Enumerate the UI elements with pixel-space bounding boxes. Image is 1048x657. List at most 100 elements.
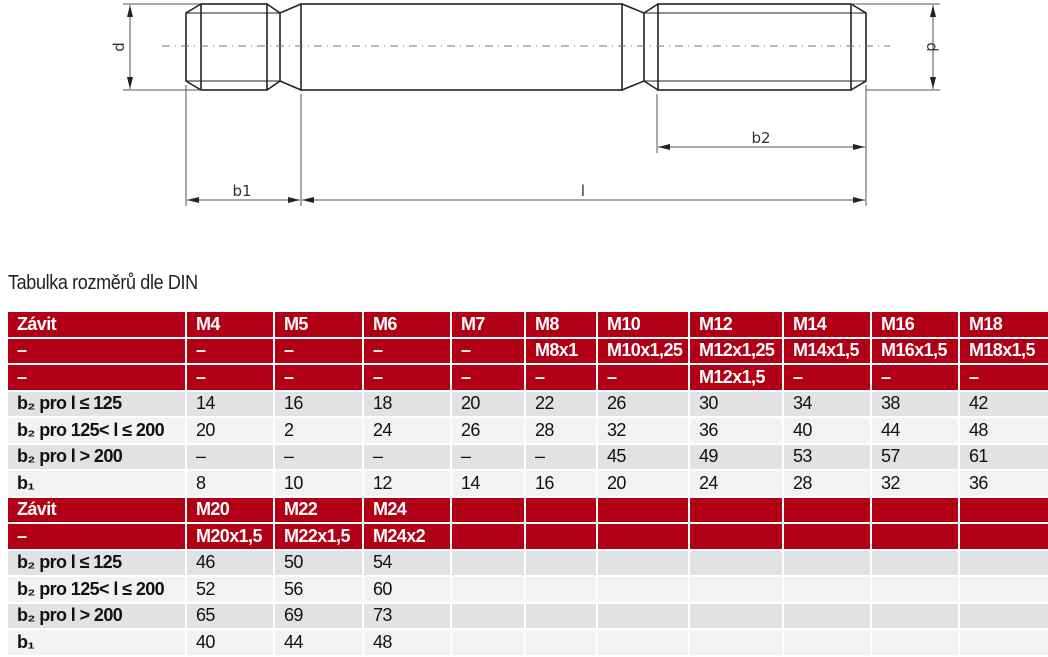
row-label-cell: b₁	[8, 469, 187, 498]
table-caption: Tabulka rozměrů dle DIN	[8, 272, 198, 294]
table-cell: 24	[688, 469, 784, 498]
table-cell: 20	[596, 469, 690, 498]
table-cell	[450, 522, 526, 551]
table-cell	[870, 522, 960, 551]
table-cell	[596, 575, 690, 604]
table-cell: 14	[185, 389, 275, 418]
table-cell: 40	[782, 416, 872, 445]
table-cell	[596, 548, 690, 577]
row-label-cell: –	[8, 336, 187, 365]
table-cell: 50	[273, 548, 364, 577]
table-cell	[524, 548, 598, 577]
table-cell: –	[870, 363, 960, 392]
table-cell	[524, 495, 598, 524]
table-cell: 40	[185, 628, 275, 657]
table-header-row: –––––––M12x1,5–––	[8, 363, 1048, 392]
table-cell: M22	[273, 495, 364, 524]
table-cell	[870, 548, 960, 577]
dimension-lines	[123, 3, 940, 206]
table-cell	[688, 575, 784, 604]
table-cell: 32	[870, 469, 960, 498]
table-cell: M12	[688, 312, 784, 339]
table-cell: M20x1,5	[185, 522, 275, 551]
table-cell: 28	[782, 469, 872, 498]
table-cell: –	[362, 336, 452, 365]
table-cell: 26	[450, 416, 526, 445]
table-cell	[870, 575, 960, 604]
table-cell	[688, 522, 784, 551]
table-cell: 54	[362, 548, 452, 577]
table-cell	[870, 628, 960, 657]
table-cell: 12	[362, 469, 452, 498]
table-cell: M5	[273, 312, 364, 339]
table-cell: 30	[688, 389, 784, 418]
row-label-cell: –	[8, 522, 187, 551]
table-cell: 48	[958, 416, 1048, 445]
table-cell: 36	[958, 469, 1048, 498]
table-cell: –	[273, 363, 364, 392]
table-cell	[524, 522, 598, 551]
table-cell: M10x1,25	[596, 336, 690, 365]
table-cell	[450, 548, 526, 577]
row-label-cell: b₁	[8, 628, 187, 657]
table-cell: M20	[185, 495, 275, 524]
table-cell	[958, 522, 1048, 551]
table-cell	[596, 601, 690, 630]
table-cell: 46	[185, 548, 275, 577]
table-cell	[958, 548, 1048, 577]
table-cell: 26	[596, 389, 690, 418]
table-cell	[524, 601, 598, 630]
table-cell: –	[450, 442, 526, 471]
table-cell: 32	[596, 416, 690, 445]
table-cell: M12x1,25	[688, 336, 784, 365]
table-cell: –	[958, 363, 1048, 392]
table-cell: 44	[273, 628, 364, 657]
table-cell: M14	[782, 312, 872, 339]
table-cell	[958, 575, 1048, 604]
table-cell: M24x2	[362, 522, 452, 551]
table-cell: 10	[273, 469, 364, 498]
row-label-cell: –	[8, 363, 187, 392]
table-cell	[782, 628, 872, 657]
table-cell: 20	[185, 416, 275, 445]
table-cell: –	[524, 363, 598, 392]
table-cell: M14x1,5	[782, 336, 872, 365]
table-cell: M22x1,5	[273, 522, 364, 551]
table-cell: M18x1,5	[958, 336, 1048, 365]
table-cell: –	[524, 442, 598, 471]
table-cell: –	[596, 363, 690, 392]
table-cell	[958, 601, 1048, 630]
table-cell: 60	[362, 575, 452, 604]
table-cell: –	[362, 442, 452, 471]
table-cell	[782, 548, 872, 577]
table-cell	[596, 628, 690, 657]
table-cell	[688, 601, 784, 630]
table-cell: M24	[362, 495, 452, 524]
table-cell: 44	[870, 416, 960, 445]
table-cell	[524, 628, 598, 657]
table-cell	[958, 495, 1048, 524]
table-cell	[782, 495, 872, 524]
row-label-cell: Závit	[8, 495, 187, 524]
table-cell	[450, 495, 526, 524]
dim-label-l: l	[581, 182, 585, 200]
table-cell	[958, 628, 1048, 657]
table-cell: M6	[362, 312, 452, 339]
row-label-cell: b₂ pro l ≤ 125	[8, 389, 187, 418]
row-label-cell: b₂ pro 125< l ≤ 200	[8, 575, 187, 604]
table-cell: M4	[185, 312, 275, 339]
table-cell: 16	[273, 389, 364, 418]
table-cell: –	[450, 336, 526, 365]
table-cell: –	[185, 442, 275, 471]
dim-label-b1: b1	[232, 182, 251, 200]
table-cell	[688, 628, 784, 657]
row-label-cell: Závit	[8, 312, 187, 339]
